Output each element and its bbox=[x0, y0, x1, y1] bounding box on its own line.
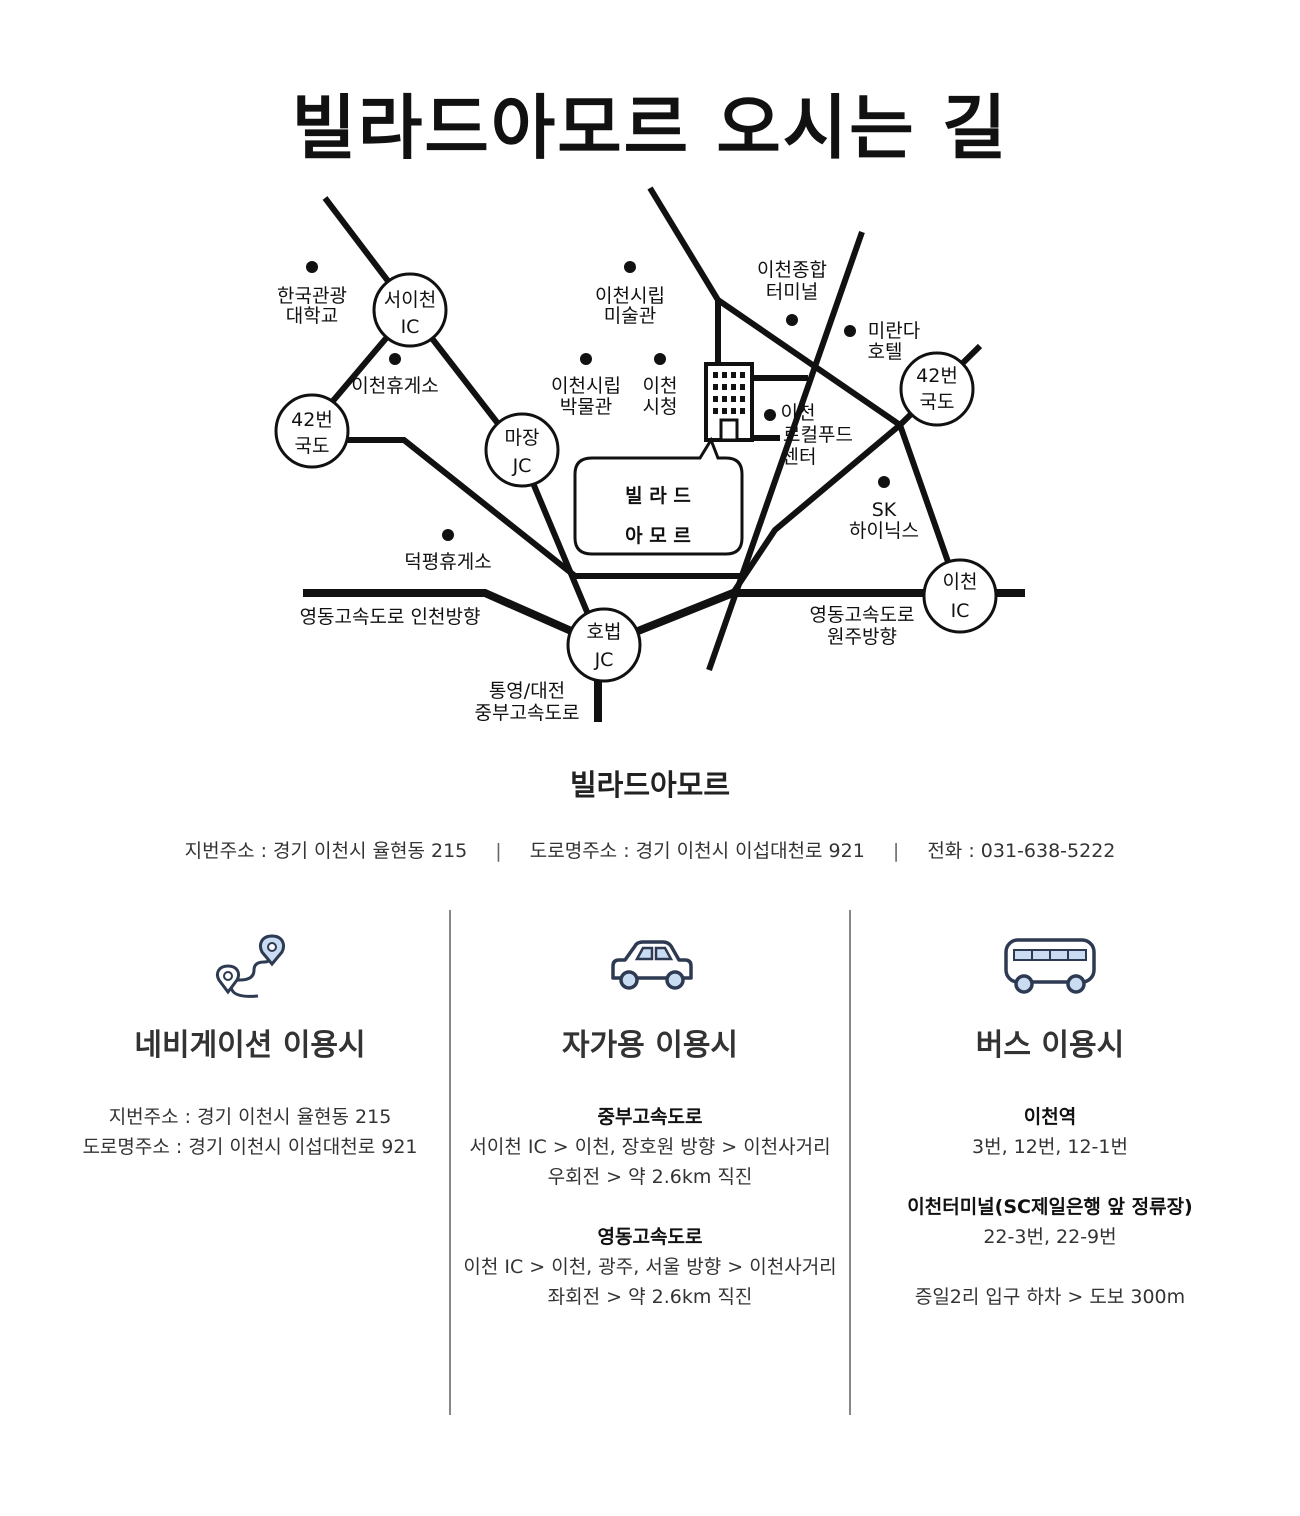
miranda-label-2: 호텔 bbox=[868, 341, 903, 363]
route42-left-label-1: 42번 bbox=[291, 409, 333, 431]
map-labels: 한국관광 대학교 서이천 IC 이천휴게소 42번 국도 마장 JC 이천시립 … bbox=[277, 259, 977, 724]
sk-dot bbox=[878, 476, 890, 488]
road-north-icheon bbox=[647, 186, 963, 597]
bus-footer: 증일2리 입구 하차 > 도보 300m bbox=[914, 1286, 1186, 1308]
majang-label-2: JC bbox=[512, 455, 532, 477]
car-icon bbox=[611, 940, 693, 990]
art-museum-dot bbox=[624, 261, 636, 273]
car-route2-line2: 좌회전 > 약 2.6km 직진 bbox=[547, 1286, 753, 1308]
car-route2-line1: 이천 IC > 이천, 광주, 서울 방향 > 이천사거리 bbox=[463, 1256, 837, 1278]
sk-label-1: SK bbox=[872, 499, 897, 521]
road-jungbu-north bbox=[322, 196, 606, 652]
address-line: 지번주소 : 경기 이천시 율현동 215 | 도로명주소 : 경기 이천시 이… bbox=[0, 836, 1300, 863]
deokpyeong-dot bbox=[442, 529, 454, 541]
roads bbox=[303, 186, 1025, 722]
column-divider bbox=[449, 910, 451, 1415]
navigation-title: 네비게이션 이용시 bbox=[134, 1028, 366, 1063]
car-route1-line2: 우회전 > 약 2.6km 직진 bbox=[547, 1166, 753, 1188]
building-icon bbox=[704, 362, 754, 442]
route42-left-circle bbox=[274, 393, 350, 469]
hobeop-label-1: 호법 bbox=[587, 621, 622, 643]
road-address: 도로명주소 : 경기 이천시 이섭대천로 921 bbox=[529, 840, 865, 862]
brand-name: 빌라드아모르 bbox=[569, 768, 731, 802]
museum-dot bbox=[580, 353, 592, 365]
terminal-dot bbox=[786, 314, 798, 326]
car-route1-title: 중부고속도로 bbox=[597, 1106, 703, 1128]
yeongdong-wonju-label-1: 영동고속도로 bbox=[810, 604, 915, 626]
directions-map: 빌 라 드 아 모 르 한국관광 대학교 서이천 IC 이천휴게소 42번 국도… bbox=[274, 186, 1025, 724]
hankuk-label-2: 대학교 bbox=[286, 305, 338, 327]
bus-column: 버스 이용시 이천역 3번, 12번, 12-1번 이천터미널(SC제일은행 앞… bbox=[850, 930, 1250, 1312]
icheon-ic-label-1: 이천 bbox=[943, 571, 978, 593]
miranda-dot bbox=[844, 325, 856, 337]
separator: | bbox=[892, 840, 900, 862]
majang-jc-circle bbox=[484, 412, 560, 488]
hankuk-dot bbox=[306, 261, 318, 273]
bus-stop2-title: 이천터미널(SC제일은행 앞 정류장) bbox=[907, 1196, 1193, 1218]
yeongdong-incheon-label: 영동고속도로 인천방향 bbox=[300, 606, 481, 628]
nav-road-address: 도로명주소 : 경기 이천시 이섭대천로 921 bbox=[82, 1136, 418, 1158]
icheon-ic-label-2: IC bbox=[951, 600, 970, 622]
localfood-label-2: 로컬푸드 bbox=[783, 424, 853, 446]
yeongdong-wonju-label-2: 원주방향 bbox=[827, 626, 897, 648]
cityhall-dot bbox=[654, 353, 666, 365]
car-column: 자가용 이용시 중부고속도로 서이천 IC > 이천, 장호원 방향 > 이천사… bbox=[450, 930, 850, 1312]
majang-label-1: 마장 bbox=[505, 427, 540, 449]
tongyeong-label-1: 통영/대전 bbox=[489, 680, 565, 702]
venue-label-2: 아 모 르 bbox=[625, 525, 691, 547]
bus-title: 버스 이용시 bbox=[975, 1028, 1125, 1063]
terminal-label-2: 터미널 bbox=[766, 281, 818, 303]
localfood-label-3: 센터 bbox=[782, 446, 817, 468]
localfood-dot bbox=[764, 409, 776, 421]
column-divider bbox=[849, 910, 851, 1415]
bus-stop1-line: 3번, 12번, 12-1번 bbox=[972, 1136, 1128, 1158]
seoicheon-ic-circle bbox=[372, 272, 448, 348]
navigation-column: 네비게이션 이용시 지번주소 : 경기 이천시 율현동 215 도로명주소 : … bbox=[50, 930, 450, 1162]
hobeop-jc-circle bbox=[566, 607, 642, 683]
seoicheon-label-2: IC bbox=[401, 316, 420, 338]
museum-label-2: 박물관 bbox=[560, 396, 612, 418]
rest1-label: 이천휴게소 bbox=[351, 375, 438, 397]
terminal-label-1: 이천종합 bbox=[757, 259, 827, 281]
car-title: 자가용 이용시 bbox=[561, 1028, 739, 1063]
hankuk-label-1: 한국관광 bbox=[277, 285, 347, 307]
route42-left-label-2: 국도 bbox=[295, 435, 330, 457]
art-museum-label-1: 이천시립 bbox=[595, 285, 665, 307]
car-route1-line1: 서이천 IC > 이천, 장호원 방향 > 이천사거리 bbox=[469, 1136, 831, 1158]
icheon-ic-circle bbox=[922, 558, 998, 634]
bus-icon bbox=[1004, 938, 1096, 994]
seoicheon-label-1: 서이천 bbox=[384, 289, 436, 311]
phone-number[interactable]: 전화 : 031-638-5222 bbox=[927, 840, 1116, 862]
art-museum-label-2: 미술관 bbox=[604, 305, 656, 327]
bus-stop2-line: 22-3번, 22-9번 bbox=[983, 1226, 1117, 1248]
sk-label-2: 하이닉스 bbox=[849, 520, 919, 542]
bus-stop1-title: 이천역 bbox=[1023, 1106, 1077, 1128]
rest1-dot bbox=[389, 353, 401, 365]
tongyeong-label-2: 중부고속도로 bbox=[475, 702, 580, 724]
venue-label-1: 빌 라 드 bbox=[625, 485, 691, 507]
hobeop-label-2: JC bbox=[594, 649, 614, 671]
lot-address: 지번주소 : 경기 이천시 율현동 215 bbox=[184, 840, 468, 862]
nav-lot-address: 지번주소 : 경기 이천시 율현동 215 bbox=[108, 1106, 392, 1128]
road-yeongdong-west bbox=[303, 589, 605, 649]
cityhall-label-2: 시청 bbox=[643, 396, 678, 418]
road-vertical bbox=[706, 231, 865, 671]
car-route2-title: 영동고속도로 bbox=[597, 1226, 703, 1248]
venue-callout bbox=[573, 436, 744, 556]
route-pin-icon bbox=[215, 934, 286, 998]
cityhall-label-1: 이천 bbox=[643, 375, 678, 397]
separator: | bbox=[495, 840, 502, 862]
deokpyeong-label: 덕평휴게소 bbox=[404, 551, 491, 573]
museum-label-1: 이천시립 bbox=[551, 375, 621, 397]
route42-right-label-2: 국도 bbox=[920, 391, 955, 413]
interchange-circles bbox=[274, 272, 998, 683]
route42-right-label-1: 42번 bbox=[916, 365, 958, 387]
page-title: 빌라드아모르 오시는 길 bbox=[291, 87, 1009, 169]
localfood-label-1: 이천 bbox=[781, 402, 816, 424]
route42-right-circle bbox=[899, 351, 975, 427]
poi-dots bbox=[306, 261, 890, 541]
miranda-label-1: 미란다 bbox=[868, 320, 920, 342]
